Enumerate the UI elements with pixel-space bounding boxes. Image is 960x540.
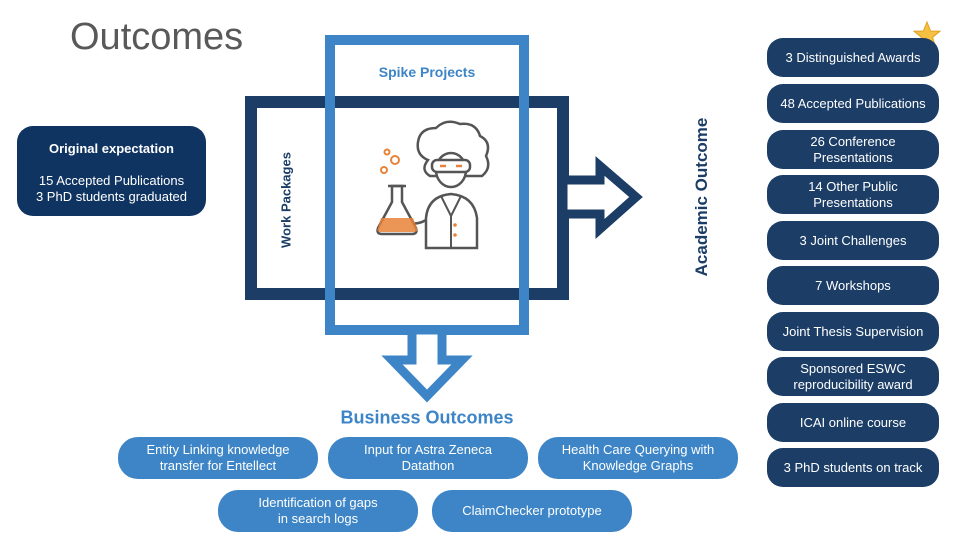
academic-outcome-pill: Joint Thesis Supervision: [767, 312, 939, 351]
academic-outcome-pill: Sponsored ESWC reproducibility award: [767, 357, 939, 396]
work-packages-frame: [245, 96, 569, 300]
academic-outcome-label: Academic Outcome: [692, 117, 711, 277]
business-outcome-pill: Health Care Querying with Knowledge Grap…: [538, 437, 738, 479]
spike-projects-label: Spike Projects: [378, 64, 476, 80]
spike-projects-frame: [325, 35, 529, 335]
academic-outcome-pill: 7 Workshops: [767, 266, 939, 305]
work-packages-label: Work Packages: [278, 152, 294, 248]
original-expectation-box: Original expectation 15 Accepted Publica…: [17, 126, 206, 216]
academic-arrow: [558, 156, 643, 240]
expectation-line: 3 PhD students graduated: [35, 189, 188, 204]
academic-outcome-pill: 14 Other Public Presentations: [767, 175, 939, 214]
academic-outcome-pill: 3 Distinguished Awards: [767, 38, 939, 77]
academic-outcome-pill: 3 PhD students on track: [767, 448, 939, 487]
academic-outcome-pill: 26 Conference Presentations: [767, 130, 939, 169]
business-outcomes-label: Business Outcomes: [340, 407, 514, 428]
academic-outcome-pill: ICAI online course: [767, 403, 939, 442]
scientist-icon: [376, 120, 490, 250]
business-arrow: [381, 325, 473, 403]
business-outcome-pill: Identification of gaps in search logs: [218, 490, 418, 532]
academic-outcome-pill: 48 Accepted Publications: [767, 84, 939, 123]
page-title: Outcomes: [70, 16, 244, 58]
business-outcome-pill: ClaimChecker prototype: [432, 490, 632, 532]
expectation-line: 15 Accepted Publications: [38, 173, 185, 188]
original-expectation-heading: Original expectation: [49, 141, 174, 156]
academic-outcome-pill: 3 Joint Challenges: [767, 221, 939, 260]
business-outcome-pill: Input for Astra Zeneca Datathon: [328, 437, 528, 479]
business-outcome-pill: Entity Linking knowledge transfer for En…: [118, 437, 318, 479]
